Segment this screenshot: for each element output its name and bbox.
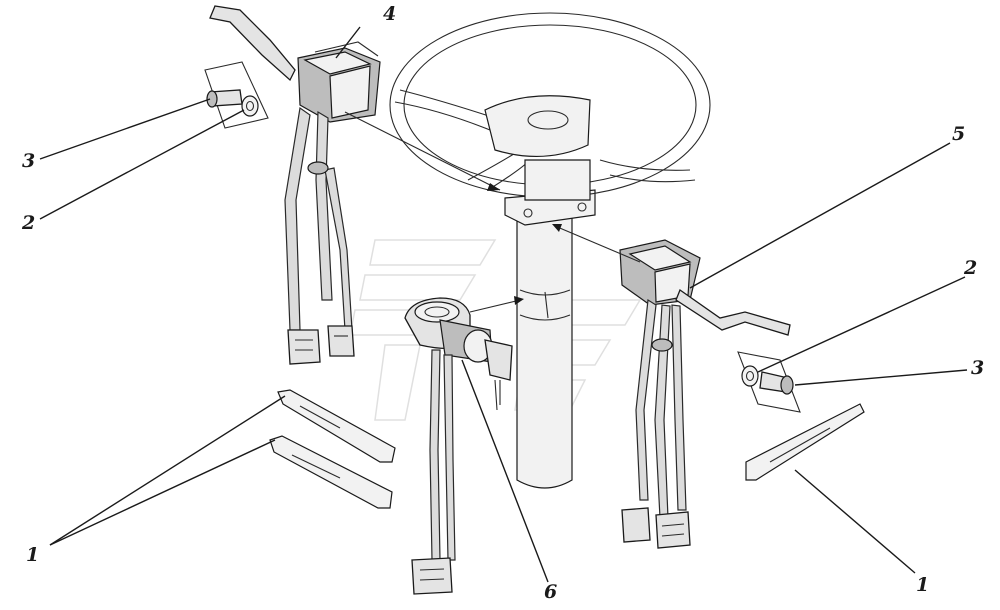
label-switch-left: 4 [383,3,396,25]
leader-lines [39,26,968,583]
label-screw-right: 3 [971,357,984,379]
cable-straps [269,389,865,509]
label-ignition-switch: 6 [544,581,557,603]
label-screw-left: 3 [22,150,35,172]
label-switch-right: 5 [952,123,965,145]
ignition-switch [404,297,513,595]
label-strap-right: 1 [916,574,929,596]
left-screw-washer [204,61,269,129]
left-stalk-switch [209,5,381,365]
assembly-arrows [344,111,641,313]
right-stalk-switch [619,239,791,549]
watermark [349,239,642,421]
label-strap-left: 1 [26,544,39,566]
label-washer-right: 2 [963,257,977,279]
steering-wheel [389,12,711,201]
steering-column [504,189,596,489]
right-screw-washer [737,351,801,413]
label-washer-left: 2 [21,212,35,234]
